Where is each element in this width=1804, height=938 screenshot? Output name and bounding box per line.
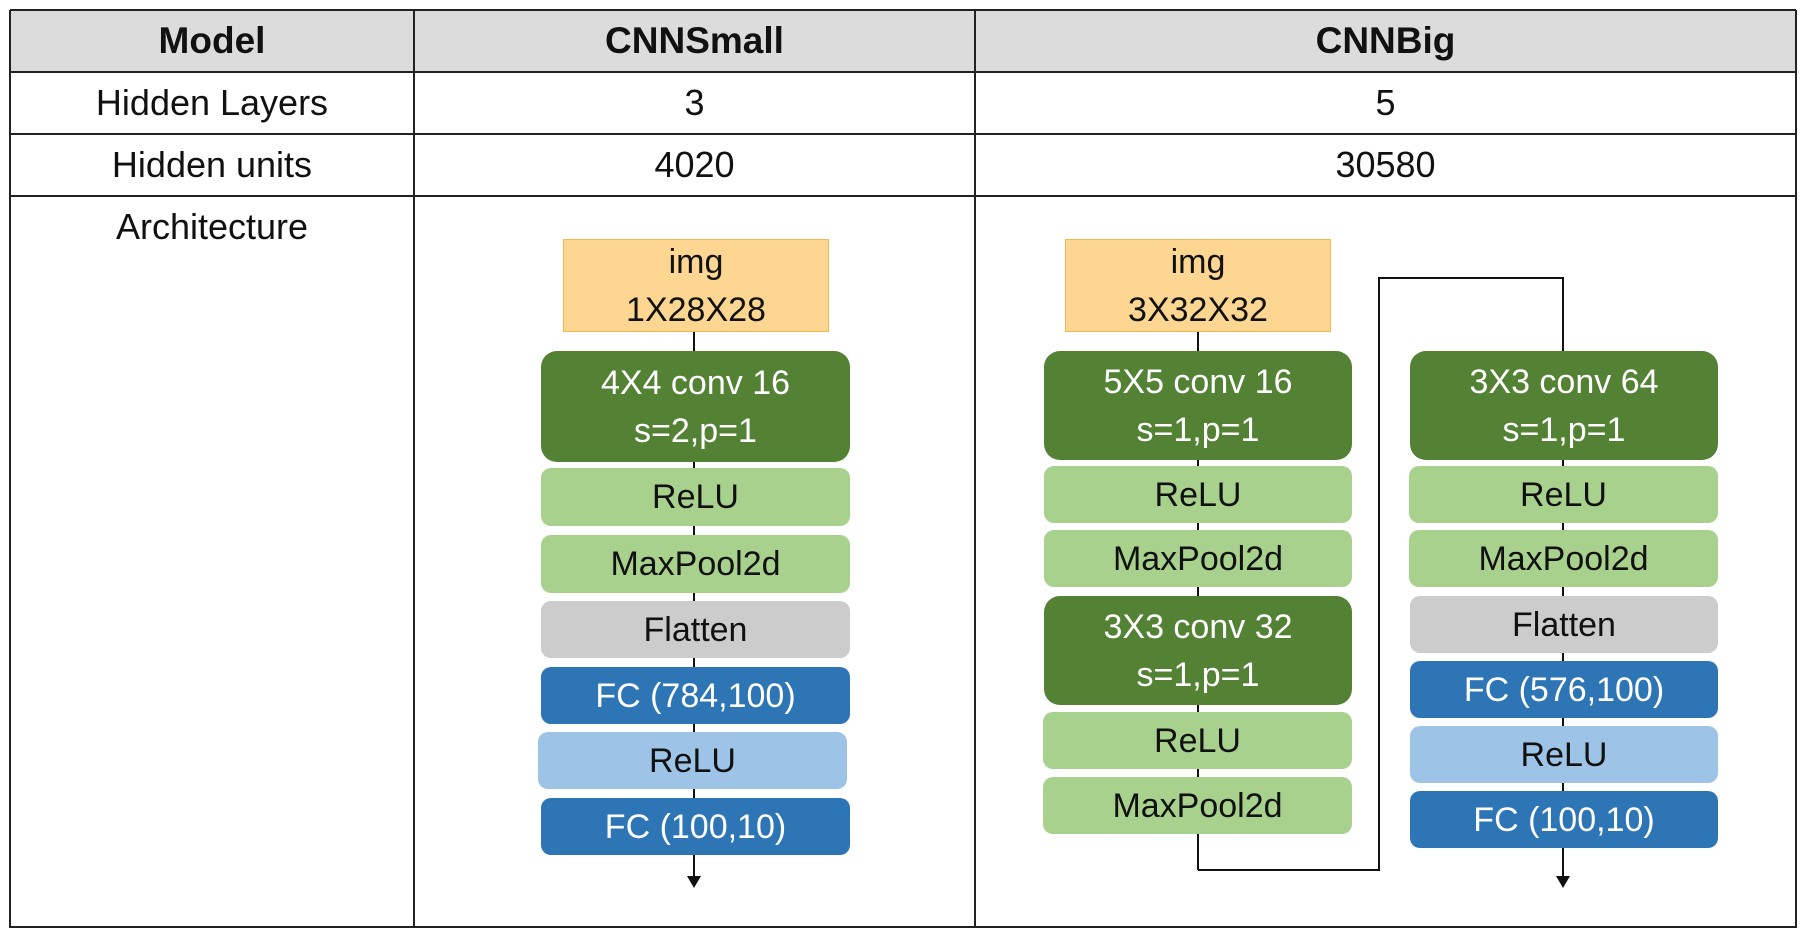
cnnbig-fc1-block: FC (576,100) bbox=[1410, 661, 1718, 718]
cnnbig-fc2-block: FC (100,10) bbox=[1410, 791, 1718, 848]
cnnsmall-conv1-label: 4X4 conv 16 bbox=[600, 363, 791, 402]
cnnbig-relu2-block: ReLU bbox=[1043, 712, 1352, 769]
cnnbig-maxpool2-block: MaxPool2d bbox=[1043, 777, 1352, 834]
cnnbig-relu4-block: ReLU bbox=[1410, 726, 1718, 783]
row-label-hidden-layers: Hidden Layers bbox=[95, 82, 329, 123]
cnnbig-output-arrow-icon bbox=[1556, 876, 1570, 888]
table-border-left bbox=[9, 10, 11, 928]
cnnsmall-maxpool-block: MaxPool2d bbox=[541, 535, 850, 593]
table-divider-col-2 bbox=[974, 10, 976, 928]
table-divider-3 bbox=[10, 195, 1796, 197]
cnnbig-conv1-block: 5X5 conv 16 s=1,p=1 bbox=[1044, 351, 1352, 460]
cnnsmall-output-arrow-icon bbox=[687, 876, 701, 888]
header-model: Model bbox=[11, 11, 413, 71]
cnnbig-conv3-params: s=1,p=1 bbox=[1502, 410, 1626, 449]
cnnbig-maxpool3-block: MaxPool2d bbox=[1409, 530, 1718, 587]
cnnsmall-hidden-units: 4020 bbox=[654, 144, 735, 185]
cnnbig-maxpool1-block: MaxPool2d bbox=[1044, 530, 1352, 587]
cnnbig-conv1-params: s=1,p=1 bbox=[1136, 410, 1260, 449]
cnnbig-conv3-label: 3X3 conv 64 bbox=[1469, 362, 1659, 401]
cnnbig-hidden-units: 30580 bbox=[1335, 144, 1436, 185]
cnnsmall-conv1-block: 4X4 conv 16 s=2,p=1 bbox=[541, 351, 850, 462]
cnnbig-flatten-block: Flatten bbox=[1410, 596, 1718, 653]
cnnsmall-conv1-params: s=2,p=1 bbox=[634, 411, 757, 450]
cnnbig-conv2-params: s=1,p=1 bbox=[1136, 655, 1260, 694]
cnnbig-relu1-block: ReLU bbox=[1044, 466, 1352, 523]
cnnbig-hidden-layers: 5 bbox=[1375, 82, 1396, 123]
table-border-bottom bbox=[10, 926, 1796, 928]
table-divider-2 bbox=[10, 133, 1796, 135]
cnnbig-conv2-block: 3X3 conv 32 s=1,p=1 bbox=[1044, 596, 1352, 705]
cnnbig-input-block: img 3X32X32 bbox=[1065, 239, 1331, 332]
table-border-right bbox=[1795, 10, 1797, 928]
table-divider-1 bbox=[10, 71, 1796, 73]
cnnbig-conv1-label: 5X5 conv 16 bbox=[1103, 362, 1293, 401]
cnnsmall-hidden-layers: 3 bbox=[684, 82, 705, 123]
cnnsmall-fc2-block: FC (100,10) bbox=[541, 798, 850, 855]
cnnsmall-relu1-block: ReLU bbox=[541, 468, 850, 526]
cnnsmall-input-label: img bbox=[668, 242, 724, 281]
table-divider-col-1 bbox=[413, 10, 415, 928]
cnnsmall-input-block: img 1X28X28 bbox=[563, 239, 829, 332]
cnnbig-input-shape: 3X32X32 bbox=[1128, 290, 1268, 329]
cnnsmall-relu2-block: ReLU bbox=[538, 732, 847, 789]
cnnbig-conv2-label: 3X3 conv 32 bbox=[1103, 607, 1293, 646]
header-cnnbig: CNNBig bbox=[976, 11, 1795, 71]
row-label-architecture: Architecture bbox=[115, 206, 309, 247]
cnnsmall-flatten-block: Flatten bbox=[541, 601, 850, 658]
table-border-top bbox=[10, 9, 1796, 11]
cnnbig-input-label: img bbox=[1170, 242, 1226, 281]
cnnsmall-input-shape: 1X28X28 bbox=[626, 290, 766, 329]
cnnbig-relu3-block: ReLU bbox=[1409, 466, 1718, 523]
row-label-hidden-units: Hidden units bbox=[111, 144, 313, 185]
cnnbig-conv3-block: 3X3 conv 64 s=1,p=1 bbox=[1410, 351, 1718, 460]
cnnsmall-fc1-block: FC (784,100) bbox=[541, 667, 850, 724]
header-cnnsmall: CNNSmall bbox=[415, 11, 974, 71]
